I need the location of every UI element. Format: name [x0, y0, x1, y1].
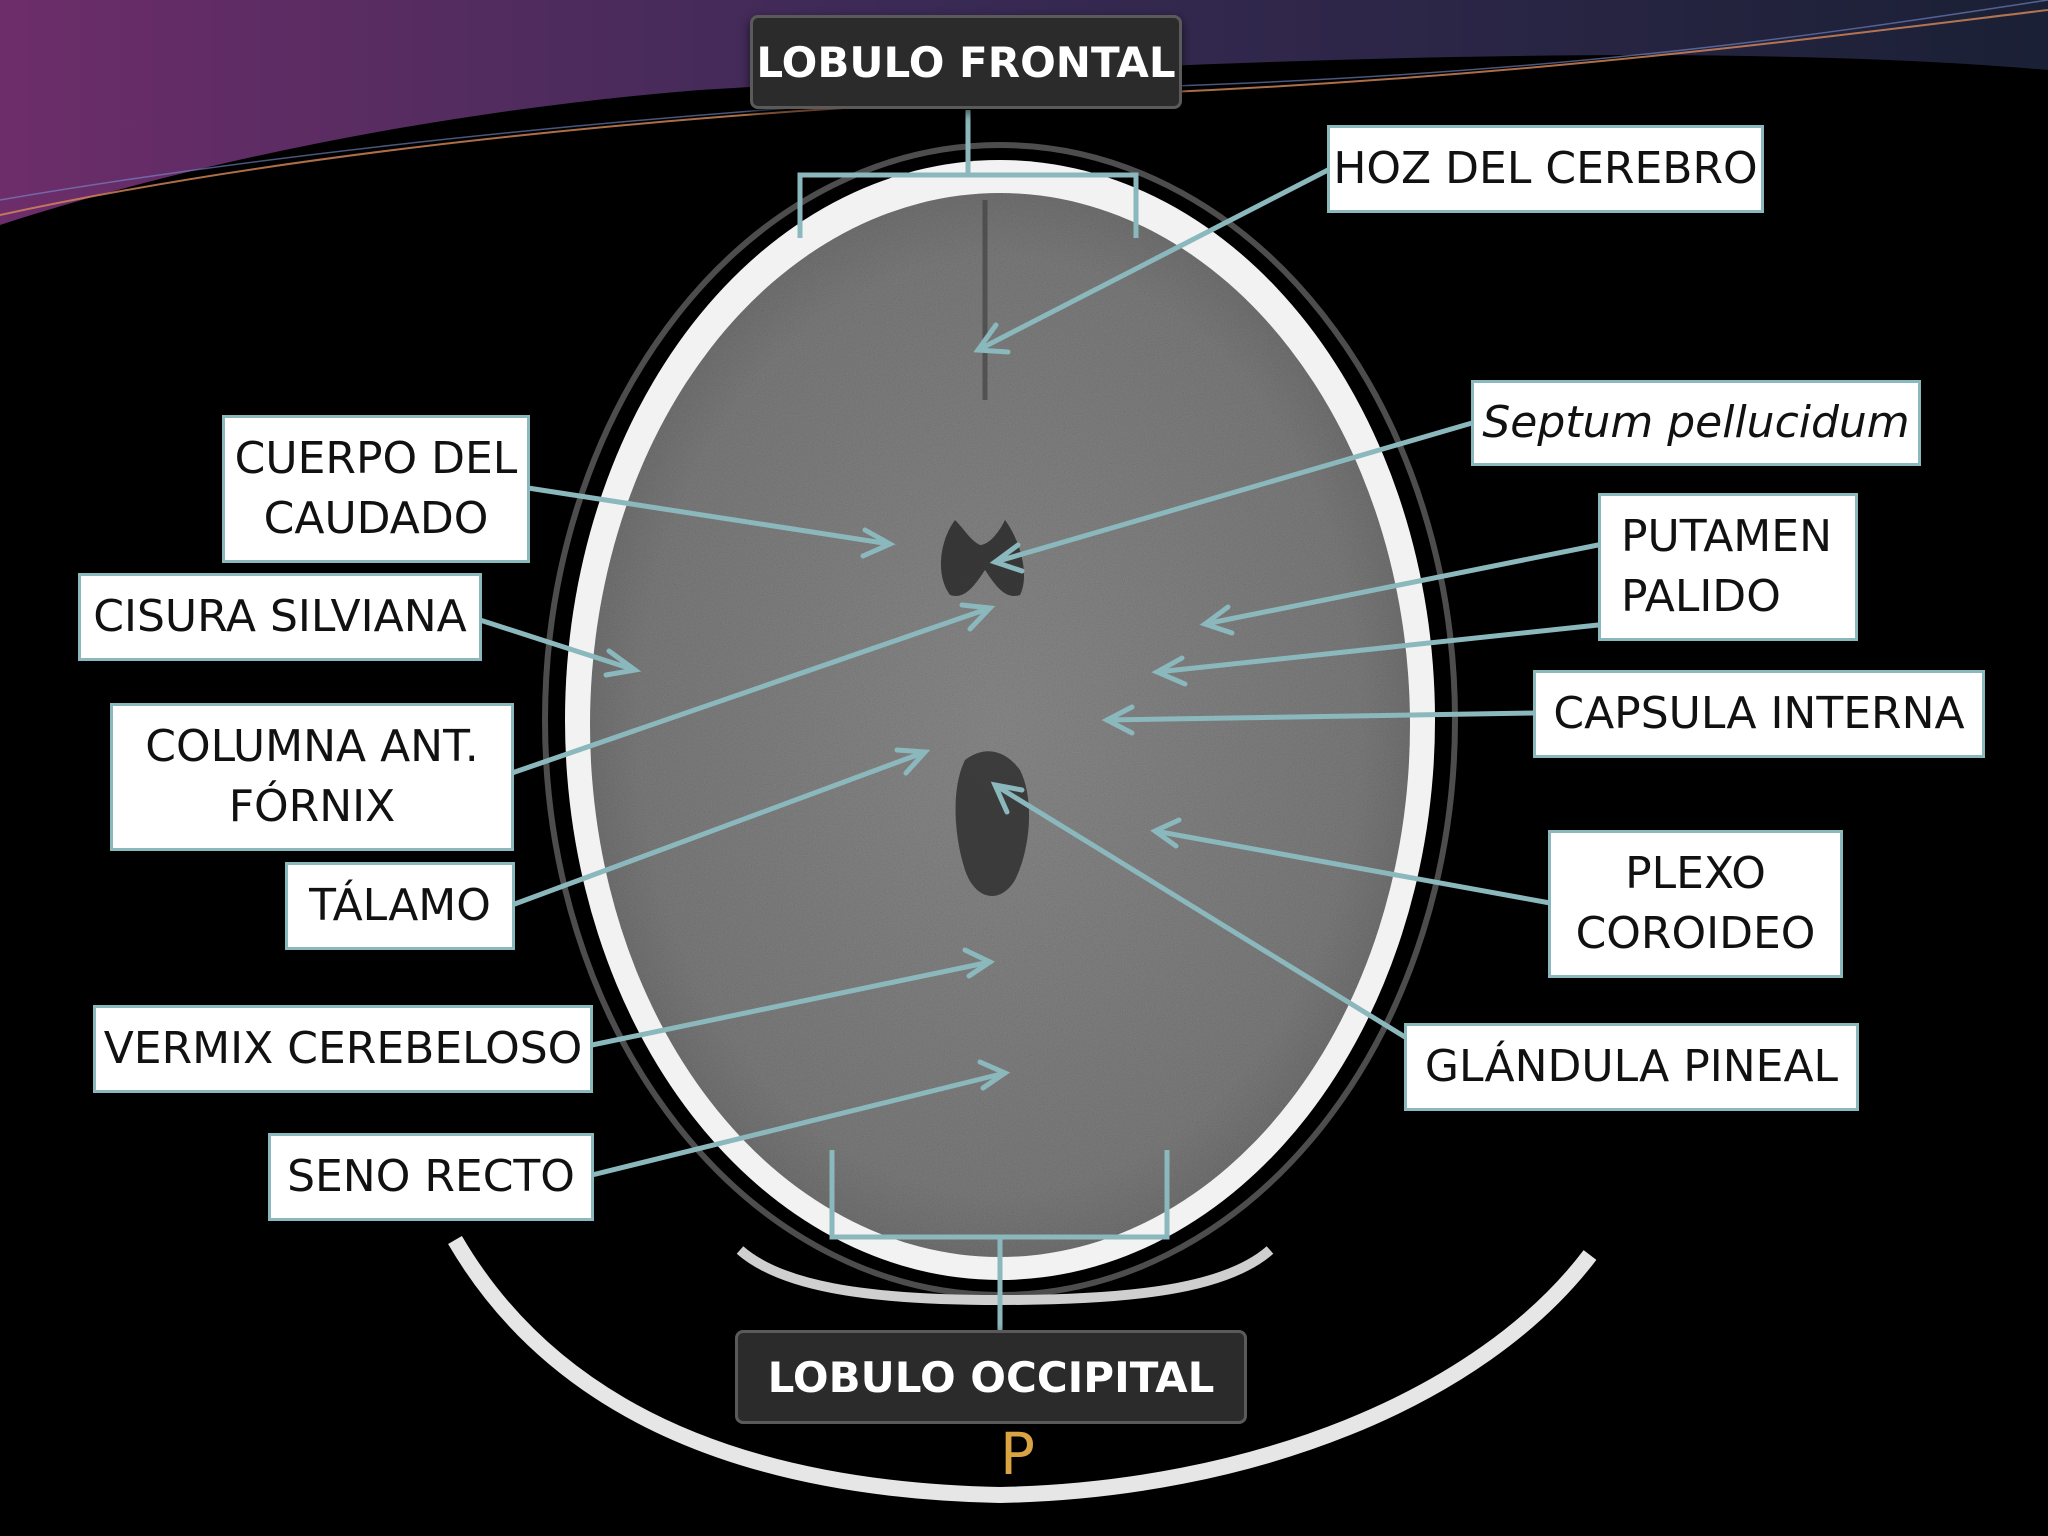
lobulo-frontal-text: LOBULO FRONTAL	[756, 37, 1176, 87]
coroideo-text: COROIDEO	[1575, 908, 1816, 959]
arrowhead-vermix-cerebeloso	[962, 947, 996, 979]
arrowhead-columna-ant-fornix	[959, 602, 996, 632]
arrow-vermix-cerebeloso	[589, 959, 993, 1048]
arrow-plexo-coroideo	[1152, 828, 1553, 906]
hoz-del-cerebro-text: HOZ DEL CEREBRO	[1333, 143, 1758, 194]
arrowhead-cisura-silviana	[603, 648, 642, 678]
cuerpo-del-caudado-label: CUERPO DEL CAUDADO	[222, 415, 530, 563]
arrow-columna-ant-fornix	[509, 605, 993, 776]
frontal-bracket	[797, 110, 1139, 238]
occipital-bracket	[829, 1150, 1170, 1330]
septum-pellucidum-label: Septum pellucidum	[1471, 380, 1921, 466]
arrow-glandula-pineal	[992, 782, 1408, 1040]
arrowhead-plexo-coroideo	[1150, 817, 1182, 849]
arrow-septum-pellucidum	[992, 420, 1475, 565]
plexo-text: PLEXO	[1625, 848, 1766, 899]
septum-pellucidum-text: Septum pellucidum	[1482, 397, 1910, 448]
putamen-text: PUTAMEN	[1621, 511, 1832, 562]
columna-ant-text: COLUMNA ANT.	[145, 721, 479, 772]
seno-recto-text: SENO RECTO	[287, 1151, 575, 1202]
putamen-palido-label: PUTAMEN PALIDO	[1598, 493, 1858, 641]
arrowhead-septum-pellucidum	[989, 542, 1025, 574]
arrow-hoz-del-cerebro	[975, 167, 1331, 353]
lobulo-occipital-label: LOBULO OCCIPITAL	[735, 1330, 1247, 1424]
lobulo-occipital-text: LOBULO OCCIPITAL	[767, 1352, 1215, 1402]
headrest-arc	[448, 1235, 1597, 1504]
cisura-silviana-text: CISURA SILVIANA	[93, 591, 467, 642]
lobulo-frontal-label: LOBULO FRONTAL	[750, 15, 1182, 109]
columna-ant-fornix-label: COLUMNA ANT. FÓRNIX	[110, 703, 514, 851]
arrowhead-hoz-del-cerebro	[973, 322, 1011, 355]
capsula-interna-text: CAPSULA INTERNA	[1553, 688, 1965, 739]
arrowhead-capsula-interna	[1101, 704, 1135, 736]
vermix-cerebeloso-label: VERMIX CEREBELOSO	[93, 1005, 593, 1093]
arrow-talamo	[509, 749, 928, 908]
arrow-putamen	[1202, 542, 1601, 627]
capsula-interna-label: CAPSULA INTERNA	[1533, 670, 1985, 758]
arrow-seno-recto	[589, 1070, 1008, 1178]
header-swoosh-band	[0, 0, 2048, 225]
talamo-label: TÁLAMO	[285, 862, 515, 950]
arrowhead-cuerpo-del-caudado	[860, 527, 896, 559]
cisura-silviana-label: CISURA SILVIANA	[78, 573, 482, 661]
arrowhead-seno-recto	[977, 1059, 1011, 1091]
glandula-pineal-text: GLÁNDULA PINEAL	[1424, 1041, 1839, 1092]
talamo-text: TÁLAMO	[309, 880, 491, 931]
hoz-del-cerebro-label: HOZ DEL CEREBRO	[1327, 125, 1764, 213]
arrowhead-glandula-pineal	[990, 781, 1025, 815]
cuerpo-del-caudado-line-1: CUERPO DEL	[234, 433, 518, 484]
fornix-text: FÓRNIX	[228, 781, 396, 832]
arrow-palido	[1154, 622, 1601, 675]
arrowhead-palido	[1151, 655, 1188, 687]
arrow-cuerpo-del-caudado	[525, 485, 893, 547]
seno-recto-label: SENO RECTO	[268, 1133, 594, 1221]
leader-lines	[477, 167, 1601, 1178]
vermix-cerebeloso-text: VERMIX CEREBELOSO	[103, 1023, 583, 1074]
plexo-coroideo-label: PLEXO COROIDEO	[1548, 830, 1843, 978]
arrow-cisura-silviana	[477, 617, 638, 673]
arrow-capsula-interna	[1104, 710, 1538, 723]
posterior-orientation-marker: P	[1000, 1420, 1035, 1488]
frontal-horns	[940, 520, 1025, 596]
brain-tissue	[590, 193, 1410, 1257]
arrowhead-putamen	[1199, 604, 1235, 636]
arrowhead-talamo	[894, 747, 931, 776]
palido-text: PALIDO	[1621, 571, 1781, 622]
cuerpo-del-caudado-line-2: CAUDADO	[263, 493, 489, 544]
glandula-pineal-label: GLÁNDULA PINEAL	[1404, 1023, 1859, 1111]
